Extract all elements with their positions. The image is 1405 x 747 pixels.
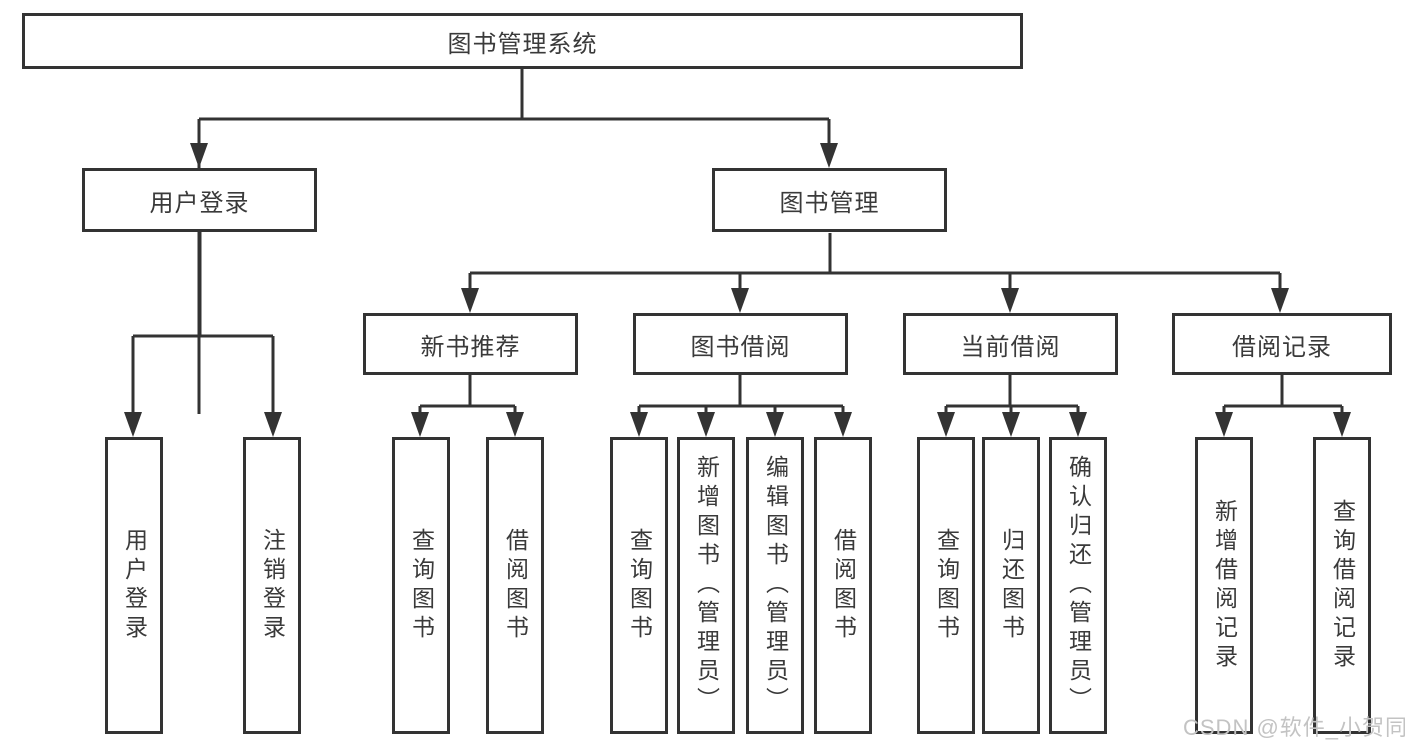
node-label: 归还图书 [998, 527, 1025, 644]
node-book-borrow: 图书借阅 [633, 313, 848, 375]
node-label: 图书管理 [779, 189, 880, 217]
node-borrow-records: 借阅记录 [1172, 313, 1392, 375]
node-label: 查询借阅记录 [1329, 498, 1356, 673]
node-label: 查询图书 [933, 527, 960, 644]
node-label: 图书借阅 [690, 333, 791, 361]
node-label: 借阅图书 [502, 527, 529, 644]
node-new-book-recommend: 新书推荐 [363, 313, 578, 375]
leaf-borrow-book-recommend: 借阅图书 [486, 437, 544, 734]
leaf-confirm-return-admin: 确认归还（管理员） [1049, 437, 1107, 734]
node-label: 用户登录 [149, 189, 250, 217]
leaf-query-book-borrow: 查询图书 [610, 437, 668, 734]
leaf-query-borrow-record: 查询借阅记录 [1313, 437, 1371, 734]
node-label: 查询图书 [626, 527, 653, 644]
node-root-system: 图书管理系统 [22, 13, 1023, 69]
leaf-edit-book-admin: 编辑图书（管理员） [746, 437, 804, 734]
node-label: 当前借阅 [960, 333, 1061, 361]
node-label: 新增借阅记录 [1211, 498, 1238, 673]
node-book-management: 图书管理 [712, 168, 947, 232]
leaf-return-book: 归还图书 [982, 437, 1040, 734]
node-label: 新书推荐 [420, 333, 521, 361]
node-current-borrow: 当前借阅 [903, 313, 1118, 375]
node-label: 新增图书（管理员） [693, 455, 720, 716]
node-label: 查询图书 [408, 527, 435, 644]
csdn-watermark: CSDN @软件_小贺同学 [1183, 715, 1405, 740]
node-label: 借阅记录 [1232, 333, 1332, 361]
leaf-borrow-book-borrow: 借阅图书 [814, 437, 872, 734]
leaf-user-login: 用户登录 [105, 437, 163, 734]
leaf-logout: 注销登录 [243, 437, 301, 734]
node-label: 确认归还（管理员） [1065, 455, 1092, 716]
leaf-add-book-admin: 新增图书（管理员） [677, 437, 735, 734]
connector-lines [131, 69, 1344, 415]
node-label: 用户登录 [121, 527, 148, 644]
arrowheads [124, 143, 1351, 437]
node-label: 借阅图书 [830, 527, 857, 644]
node-label: 注销登录 [259, 527, 286, 644]
node-user-login: 用户登录 [82, 168, 317, 232]
leaf-query-book-recommend: 查询图书 [392, 437, 450, 734]
leaf-add-borrow-record: 新增借阅记录 [1195, 437, 1253, 734]
node-label: 编辑图书（管理员） [762, 455, 789, 716]
leaf-query-book-current: 查询图书 [917, 437, 975, 734]
node-label: 图书管理系统 [447, 30, 598, 58]
